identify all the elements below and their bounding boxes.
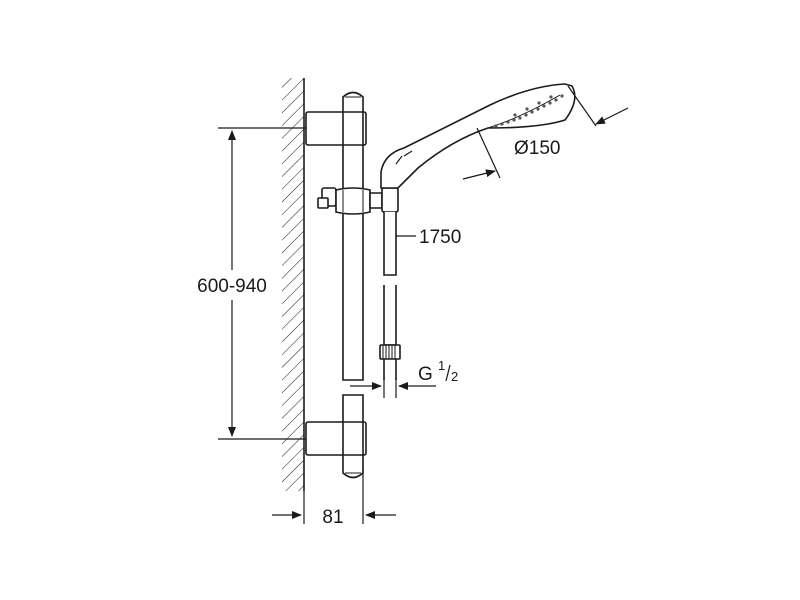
dimension-label-hose-length: 1750 (419, 227, 461, 248)
upper-wall-bracket (305, 111, 367, 146)
dimension-label-bar-spacing: 600-940 (197, 276, 267, 297)
dimension-label-thread-numerator: 1 (438, 358, 445, 373)
wall (282, 78, 305, 491)
dimension-label-thread-g: G (418, 364, 433, 385)
shower-hose (379, 212, 401, 380)
slide-rail (342, 91, 364, 479)
slider (317, 187, 399, 215)
dimension-bar-spacing (218, 127, 306, 440)
thread-fraction-slash (445, 364, 451, 382)
dimension-thread-size (350, 378, 436, 398)
hand-shower (380, 83, 576, 189)
dimension-label-thread-denominator: 2 (451, 369, 458, 384)
dimension-wall-offset (272, 470, 396, 524)
dimension-label-wall-offset: 81 (322, 507, 343, 528)
dimension-label-head-diameter: Ø150 (514, 138, 560, 159)
lower-wall-bracket (305, 421, 367, 456)
spray-nozzles (494, 94, 564, 128)
dimension-head-diameter (462, 85, 629, 180)
